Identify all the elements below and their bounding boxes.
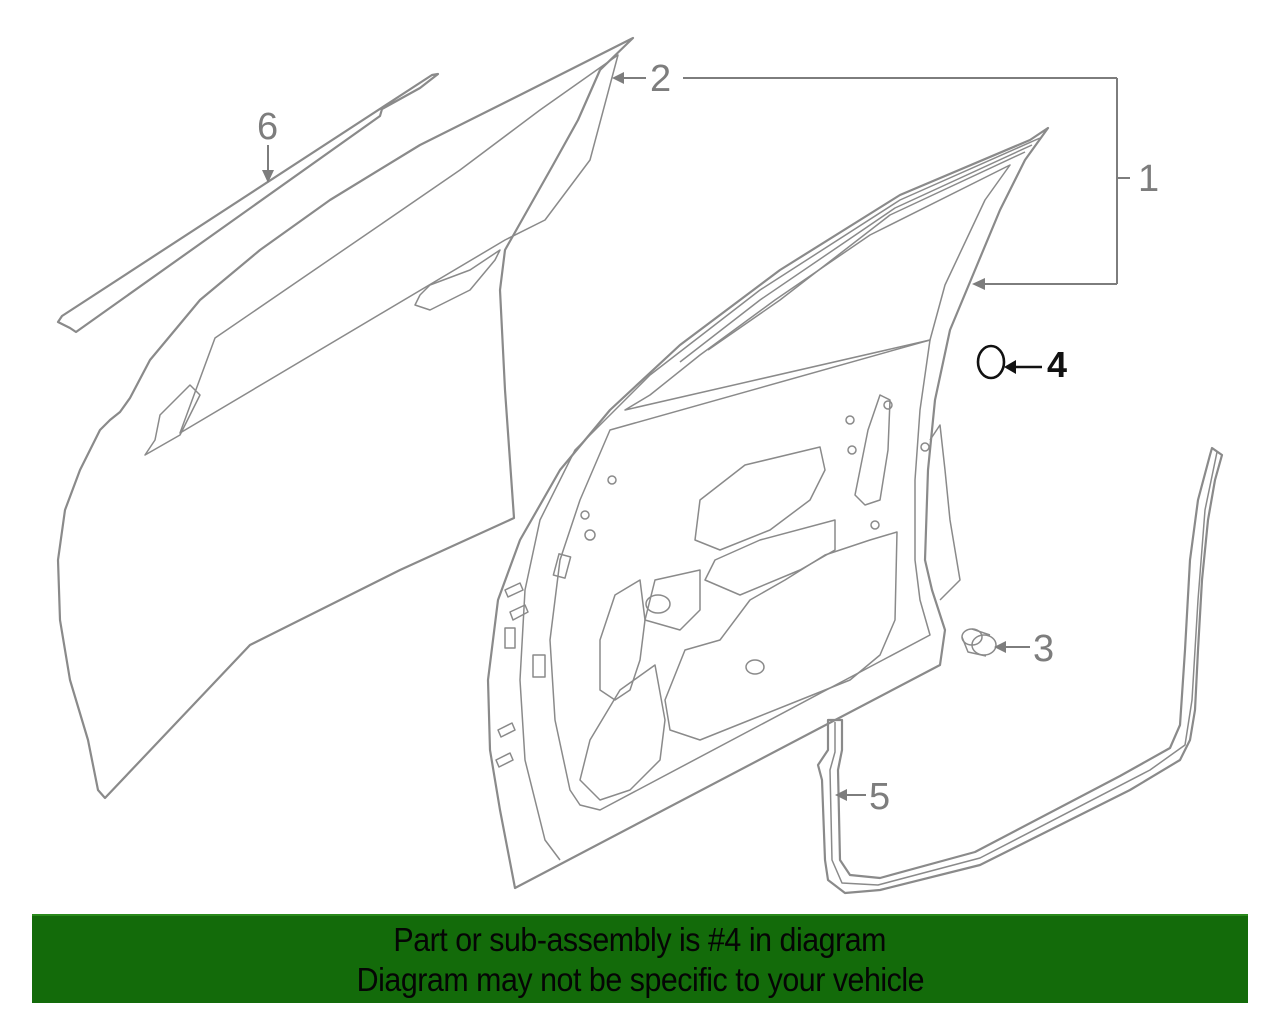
weatherstrip-part-5 [816, 446, 1224, 895]
parts-diagram [56, 36, 1224, 895]
door-shell-part-1 [486, 126, 1050, 890]
part-notice-banner: Part or sub-assembly is #4 in diagram Di… [32, 914, 1248, 1003]
leader-lines [262, 72, 1130, 801]
callout-5: 5 [869, 776, 891, 818]
callout-4-highlighted: 4 [1047, 344, 1068, 385]
bumper-plug-part-3 [961, 628, 997, 657]
callout-6: 6 [257, 106, 279, 148]
outer-door-panel-part-2 [56, 36, 635, 800]
banner-part-notice: Part or sub-assembly is #4 in diagram [393, 920, 887, 958]
banner-disclaimer: Diagram may not be specific to your vehi… [356, 960, 924, 998]
callout-1: 1 [1138, 158, 1160, 200]
belt-molding-part-6 [56, 72, 440, 334]
callout-3: 3 [1033, 628, 1055, 670]
callout-2: 2 [650, 58, 672, 100]
grommet-part-4 [976, 344, 1006, 380]
